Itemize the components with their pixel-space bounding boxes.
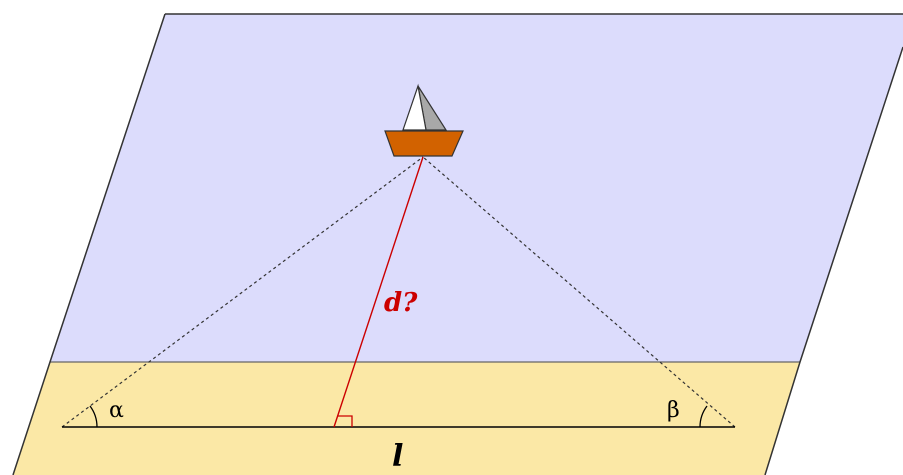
beta-label: β [667,398,680,423]
boat-icon [384,83,464,157]
plane-outline-left [12,13,166,475]
distance-label: d? [384,288,418,318]
right-angle-marker [337,415,353,427]
boat-sail-front [402,83,427,131]
distance-line [333,156,424,428]
plane-outline-right [764,46,903,475]
angle-alpha-arc [89,405,98,428]
alpha-label: α [109,398,124,423]
angle-beta-arc [699,405,708,428]
sight-line-right [422,156,736,428]
sea-region [50,14,903,362]
boat-hull [384,130,464,157]
baseline-label: l [392,439,403,474]
beach-region [13,362,800,475]
